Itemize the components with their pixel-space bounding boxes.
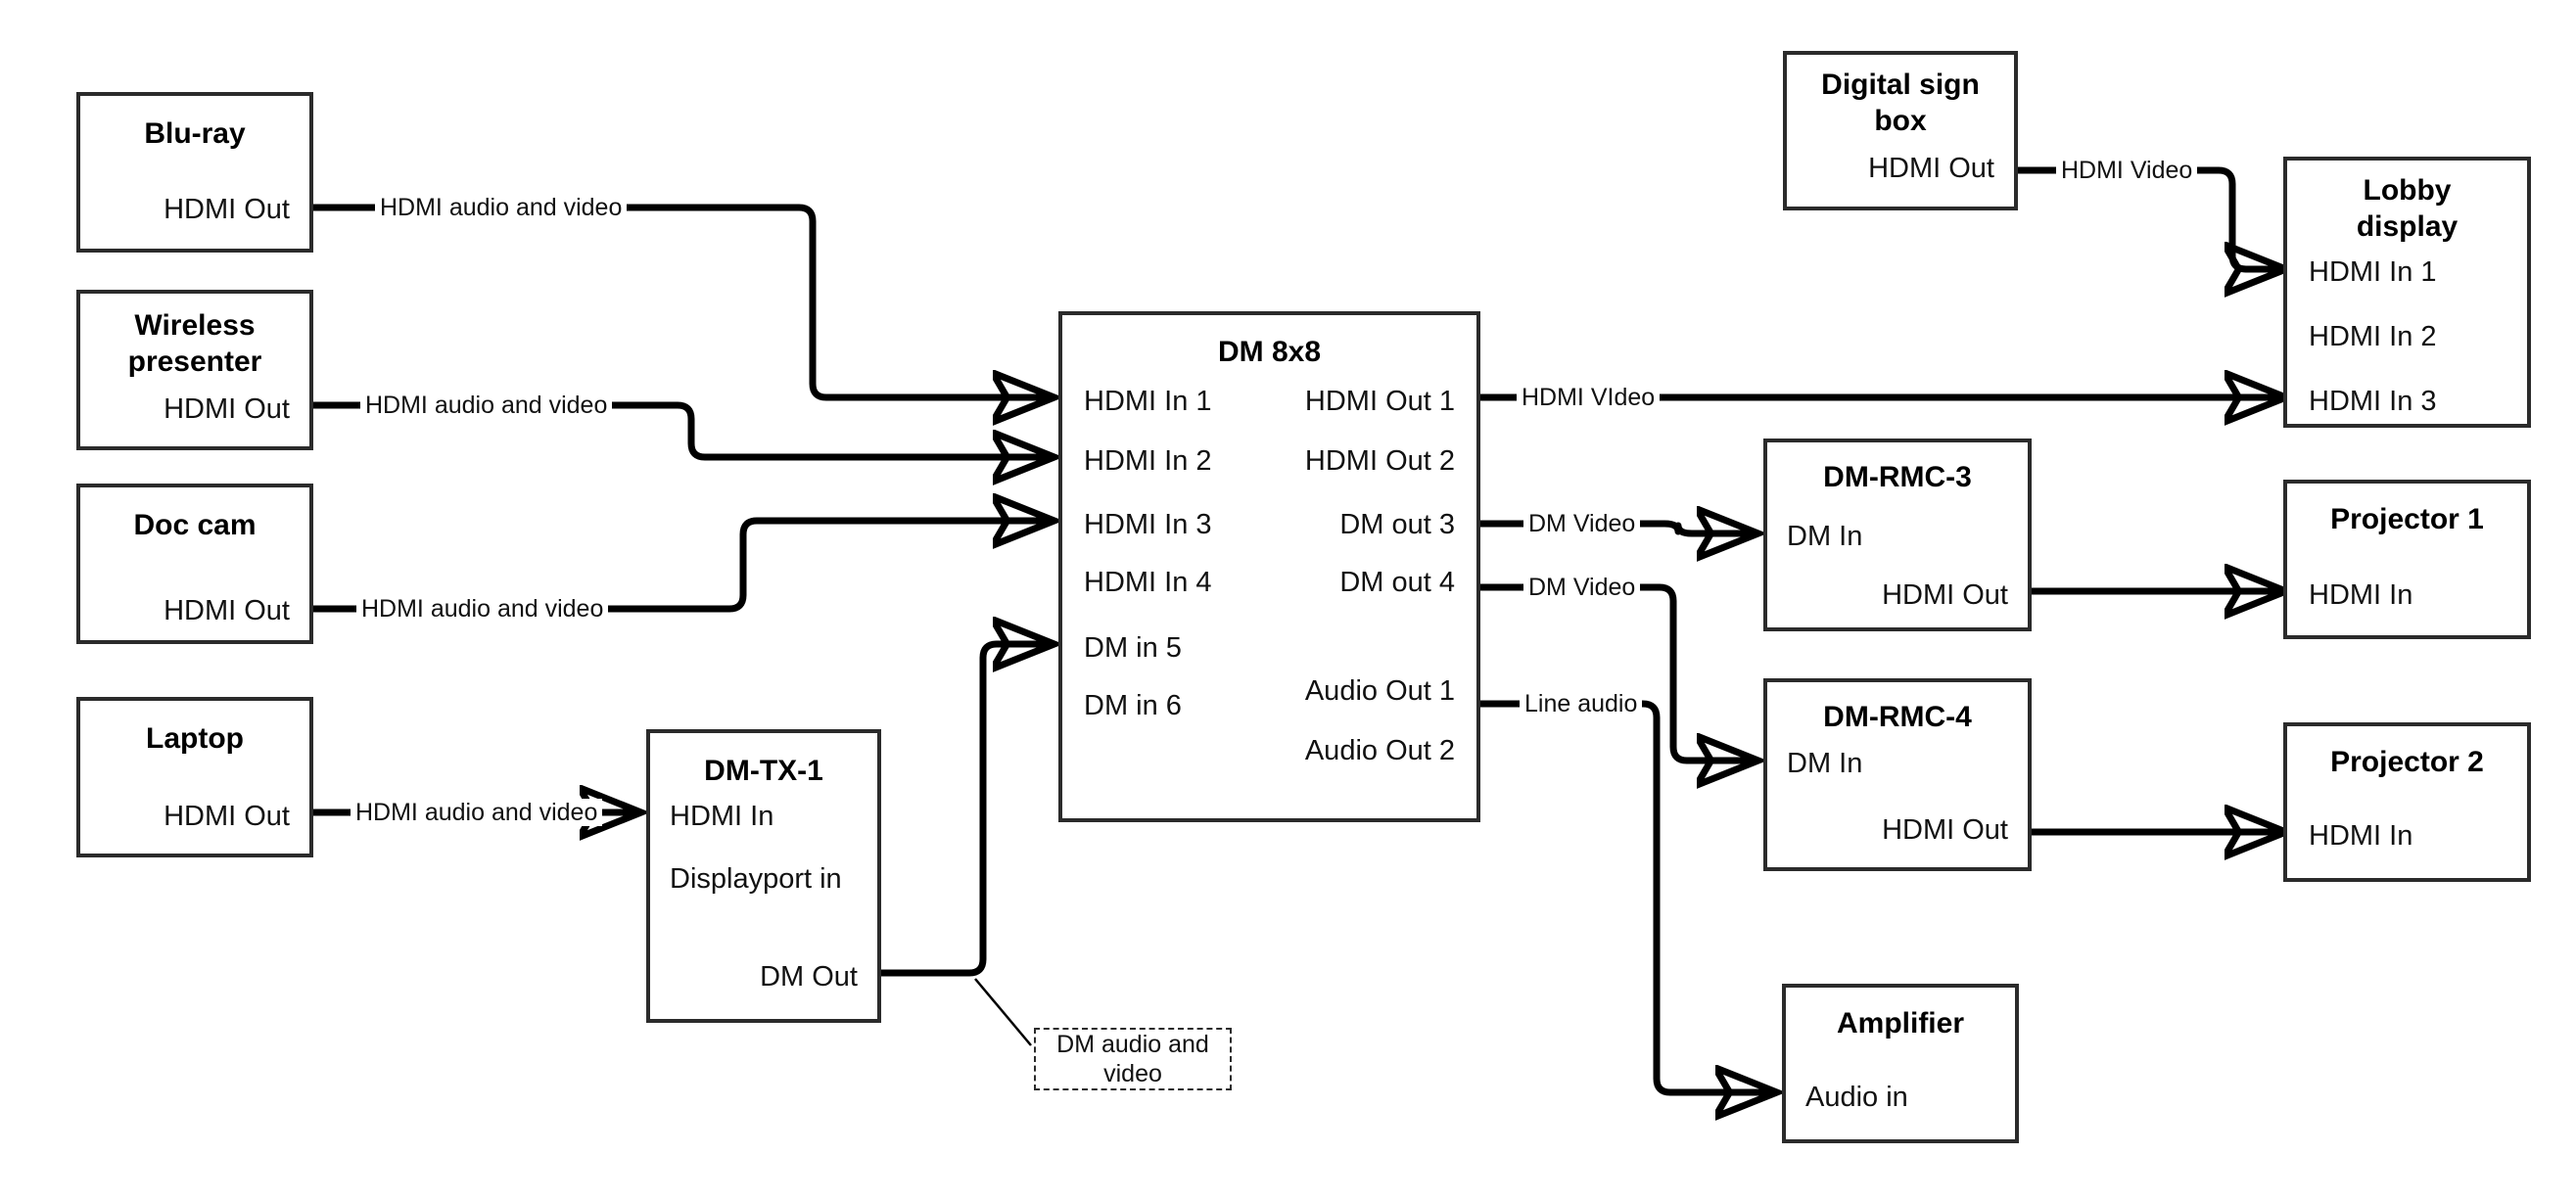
node-projector-1-port-hdmi-in: HDMI In [2309,579,2413,611]
node-dm-8x8-output-dm-out-3: DM out 3 [1339,509,1455,540]
node-bluray[interactable]: Blu-ray HDMI Out [76,92,313,253]
node-lobby-display-input-hdmi-in-2: HDMI In 2 [2309,321,2437,352]
edge-label-dm-dm-out-4: DM Video [1523,574,1641,601]
node-digital-sign-box-title-line2: box [1874,105,1927,137]
node-lobby-display-input-hdmi-in-3: HDMI In 3 [2309,386,2437,417]
node-dm-tx-1-title: DM-TX-1 [704,755,823,787]
edge-label-doccam-to-dm: HDMI audio and video [356,595,609,623]
node-bluray-title: Blu-ray [144,117,246,150]
edge-label-dm-dm-out-3: DM Video [1523,510,1641,537]
edge-label-wireless-to-dm: HDMI audio and video [360,392,613,419]
node-projector-1[interactable]: Projector 1 HDMI In [2283,480,2531,639]
node-wireless-presenter-title-line1: Wireless [134,309,256,342]
node-projector-2-port-hdmi-in: HDMI In [2309,820,2413,852]
node-laptop-port-hdmi-out: HDMI Out [164,801,290,832]
node-dm-8x8[interactable]: DM 8x8 HDMI In 1 HDMI In 2 HDMI In 3 HDM… [1058,311,1480,822]
node-dm-tx-1[interactable]: DM-TX-1 HDMI In Displayport in DM Out [646,729,881,1023]
callout-leader-line [974,978,1032,1046]
node-laptop[interactable]: Laptop HDMI Out [76,697,313,857]
node-doc-cam[interactable]: Doc cam HDMI Out [76,484,313,644]
node-lobby-display-title-line1: Lobby [2363,174,2452,207]
node-dm-8x8-input-hdmi-in-4: HDMI In 4 [1084,567,1212,598]
node-dm-tx-1-port-dm-out: DM Out [760,961,858,993]
node-projector-2[interactable]: Projector 2 HDMI In [2283,722,2531,882]
node-dm-8x8-title: DM 8x8 [1217,336,1322,368]
wire-dm-audioout1-to-amplifier-audio-in [1480,700,1774,1092]
edge-label-dm-audio-out-1: Line audio [1520,690,1643,717]
node-projector-2-title: Projector 2 [2330,746,2484,778]
node-digital-sign-box-title-line1: Digital sign [1821,69,1980,101]
edge-label-dm-hdmi-out-1: HDMI VIdeo [1517,384,1661,411]
node-dm-rmc-3[interactable]: DM-RMC-3 DM In HDMI Out [1763,439,2032,631]
node-lobby-display-title-line2: display [2356,210,2459,243]
node-lobby-display[interactable]: Lobby display HDMI In 1 HDMI In 2 HDMI I… [2283,157,2531,428]
edge-label-digitalsign-to-lobby: HDMI Video [2056,157,2198,184]
node-dm-rmc-3-port-dm-in: DM In [1787,521,1863,552]
node-projector-1-title: Projector 1 [2330,503,2484,535]
node-dm-tx-1-port-displayport-in: Displayport in [670,863,842,895]
node-dm-rmc-4-title: DM-RMC-4 [1823,701,1972,733]
edge-label-bluray-to-dm: HDMI audio and video [375,194,628,221]
node-dm-rmc-4[interactable]: DM-RMC-4 DM In HDMI Out [1763,678,2032,871]
edge-label-laptop-to-dmtx1: HDMI audio and video [351,799,603,826]
node-dm-8x8-input-dm-in-5: DM in 5 [1084,632,1182,664]
node-dm-rmc-4-port-dm-in: DM In [1787,748,1863,779]
wire-dmtx1-to-dm-in-5 [881,644,1052,977]
node-dm-rmc-4-port-hdmi-out: HDMI Out [1882,814,2008,846]
node-dm-8x8-output-audio-out-2: Audio Out 2 [1304,735,1455,766]
node-digital-sign-box-port-hdmi-out: HDMI Out [1868,153,1994,184]
node-doc-cam-title: Doc cam [133,509,257,541]
node-dm-rmc-3-port-hdmi-out: HDMI Out [1882,579,2008,611]
node-dm-8x8-output-hdmi-out-2: HDMI Out 2 [1304,445,1455,477]
node-wireless-presenter-port-hdmi-out: HDMI Out [164,393,290,425]
node-dm-tx-1-port-hdmi-in: HDMI In [670,801,774,832]
node-bluray-port-hdmi-out: HDMI Out [164,194,290,225]
node-laptop-title: Laptop [146,722,244,755]
wire-digitalsign-to-lobby-hdmi-in-1 [2018,166,2283,269]
node-dm-8x8-output-hdmi-out-1: HDMI Out 1 [1304,386,1455,417]
node-amplifier[interactable]: Amplifier Audio in [1782,984,2019,1143]
wire-bluray-to-dm-hdmi-in-1 [313,204,1052,397]
node-dm-8x8-input-dm-in-6: DM in 6 [1084,690,1182,721]
node-dm-rmc-3-title: DM-RMC-3 [1823,461,1972,493]
node-doc-cam-port-hdmi-out: HDMI Out [164,595,290,626]
callout-dm-audio-and-video: DM audio and video [1034,1028,1232,1090]
node-amplifier-title: Amplifier [1836,1007,1965,1039]
node-digital-sign-box[interactable]: Digital sign box HDMI Out [1783,51,2018,210]
node-dm-8x8-input-hdmi-in-1: HDMI In 1 [1084,386,1212,417]
wire-dm-dmout4-to-dmrmc4-dm-in [1480,583,1756,761]
node-wireless-presenter[interactable]: Wireless presenter HDMI Out [76,290,313,450]
node-dm-8x8-input-hdmi-in-2: HDMI In 2 [1084,445,1212,477]
node-dm-8x8-output-audio-out-1: Audio Out 1 [1304,675,1455,707]
node-dm-8x8-output-dm-out-4: DM out 4 [1339,567,1455,598]
node-lobby-display-input-hdmi-in-1: HDMI In 1 [2309,256,2437,288]
node-dm-8x8-input-hdmi-in-3: HDMI In 3 [1084,509,1212,540]
node-amplifier-port-audio-in: Audio in [1805,1082,1908,1113]
node-wireless-presenter-title-line2: presenter [127,346,262,378]
